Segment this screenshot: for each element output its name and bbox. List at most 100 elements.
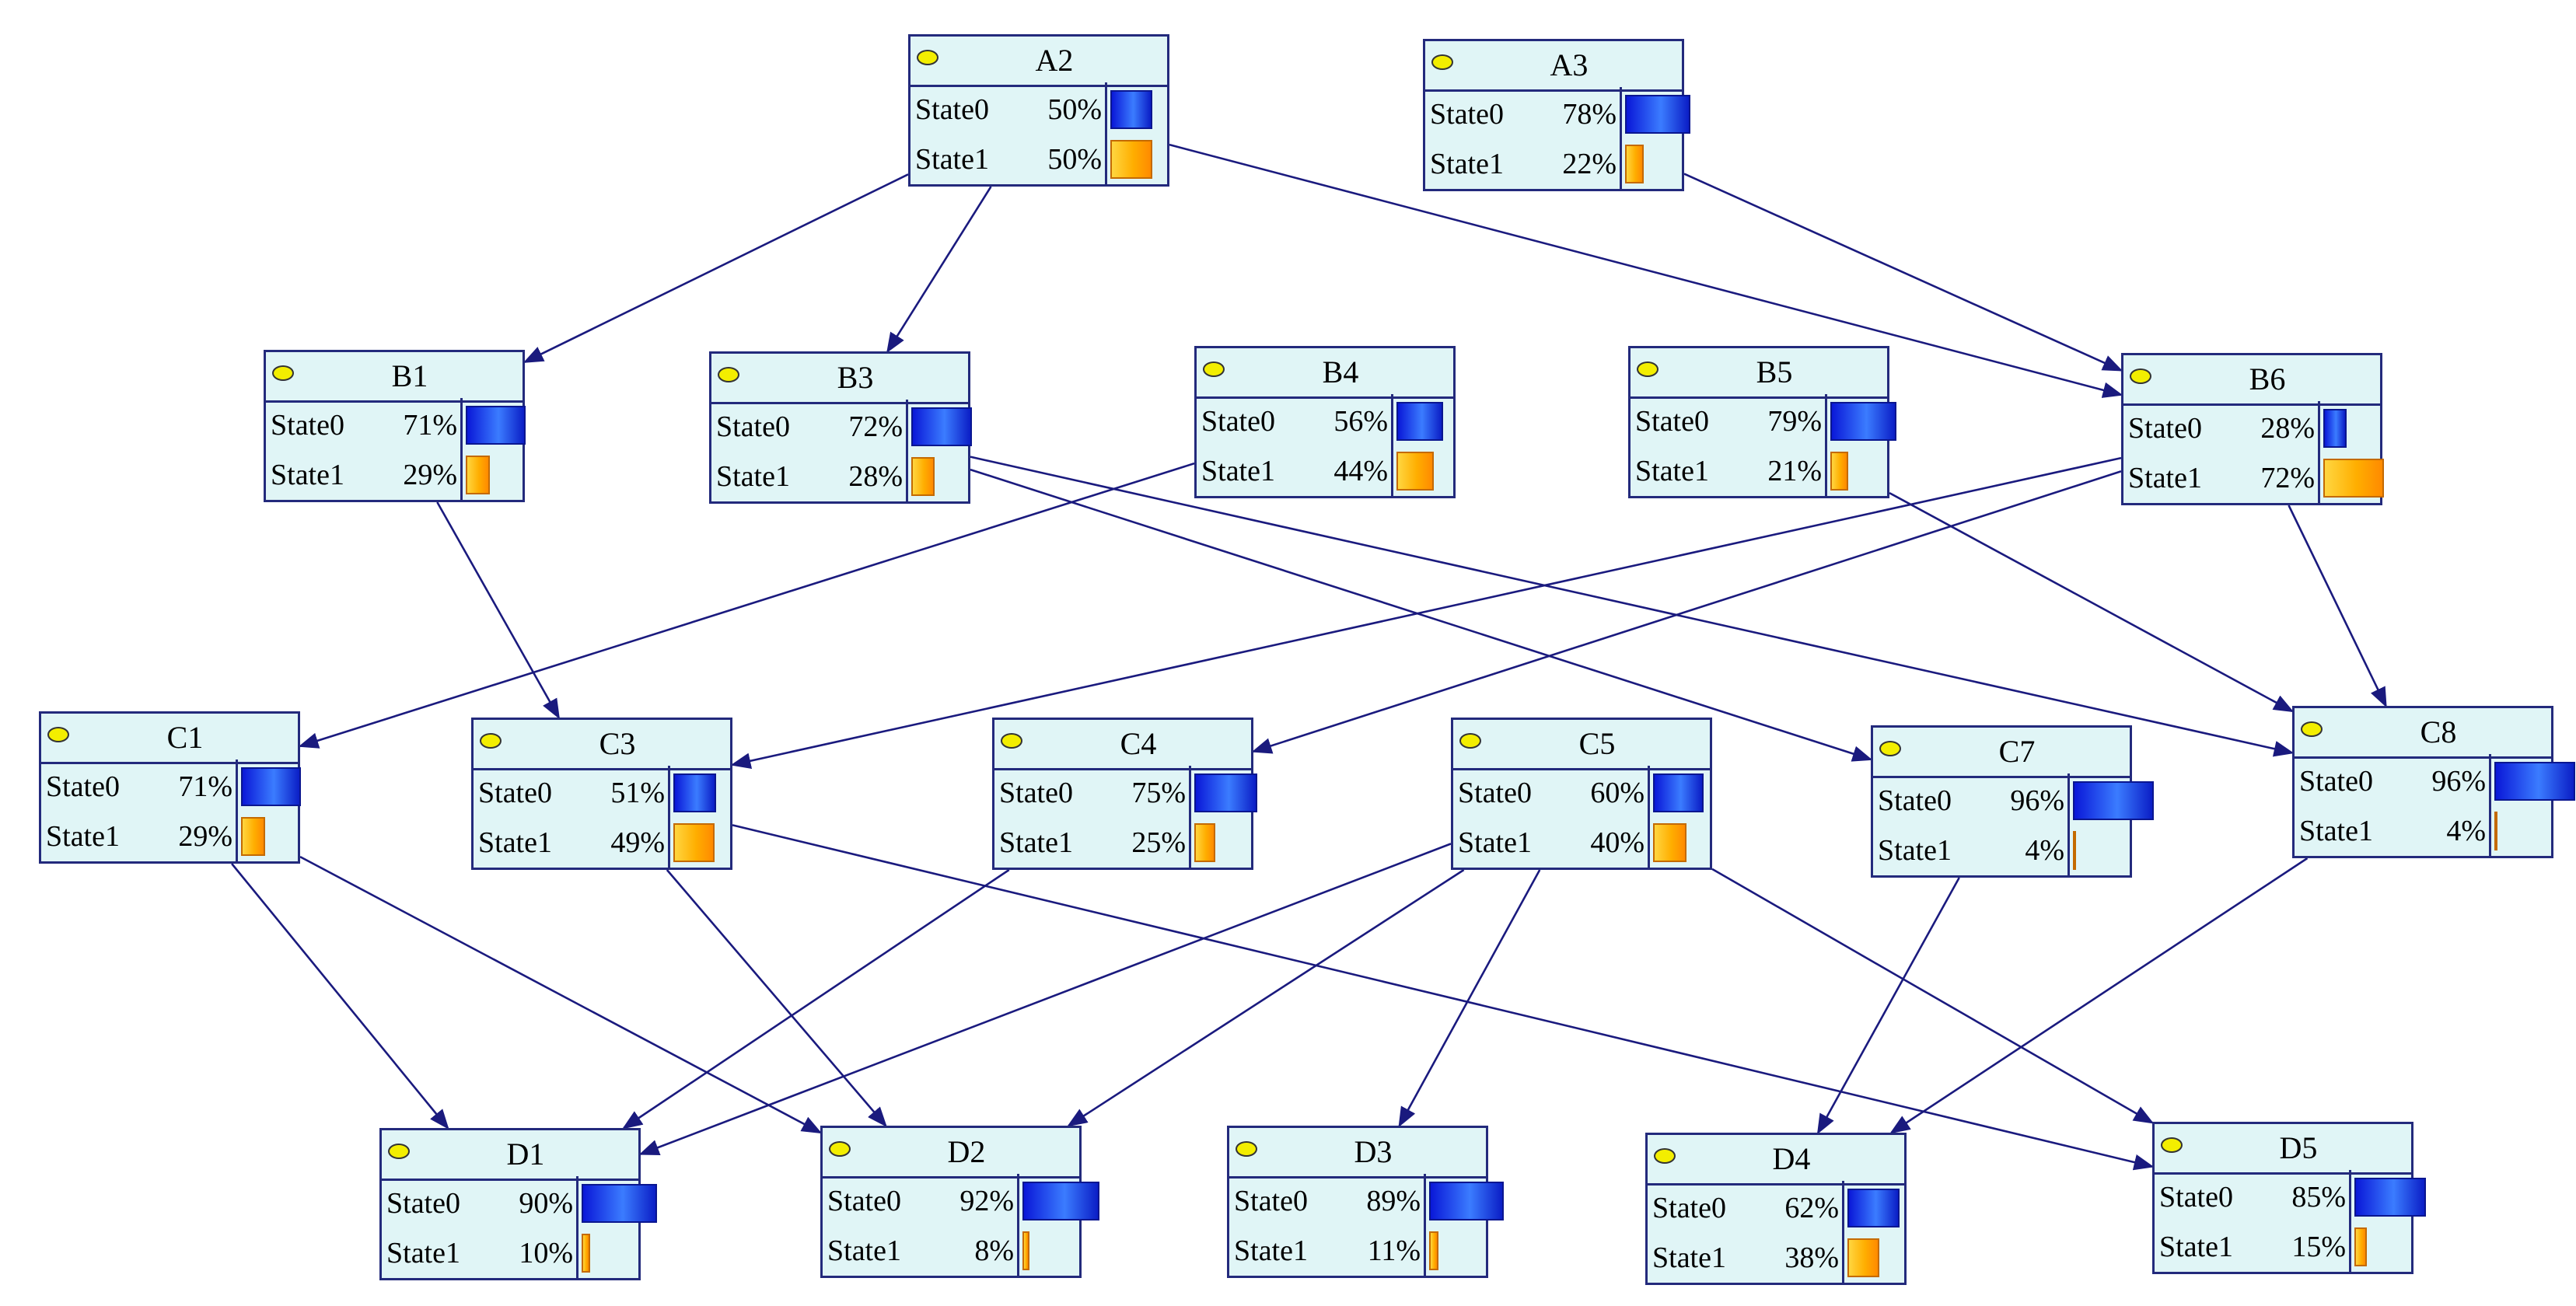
probability-bar-cell bbox=[1424, 1224, 1486, 1276]
edge-c7-d4 bbox=[1816, 877, 1960, 1135]
probability-bar-cell bbox=[906, 400, 972, 452]
node-header: D1 bbox=[382, 1130, 638, 1181]
status-indicator-icon bbox=[1637, 361, 1658, 377]
state0-probability-bar bbox=[911, 407, 972, 446]
edge-c4-d1 bbox=[622, 868, 1010, 1130]
edge-c5-d1 bbox=[638, 843, 1452, 1155]
probability-bar-cell bbox=[1189, 815, 1251, 868]
state0-probability-bar bbox=[466, 406, 526, 445]
state1-probability-bar bbox=[1110, 140, 1152, 179]
node-title: C1 bbox=[166, 720, 204, 755]
node-title: D1 bbox=[506, 1137, 545, 1172]
state-percentage: 15% bbox=[2291, 1231, 2346, 1263]
state-label: State0 bbox=[716, 410, 790, 443]
node-header: D3 bbox=[1229, 1128, 1486, 1179]
probability-bar-cell bbox=[1189, 766, 1257, 818]
state-percentage: 49% bbox=[610, 826, 665, 859]
edge-c8-d4 bbox=[1889, 857, 2309, 1134]
status-indicator-icon bbox=[2161, 1137, 2183, 1153]
state-label: State0 bbox=[386, 1187, 460, 1220]
state-percentage: 50% bbox=[1047, 143, 1102, 176]
status-indicator-icon bbox=[1236, 1141, 1257, 1157]
status-indicator-icon bbox=[1203, 361, 1225, 377]
probability-bar-cell bbox=[1017, 1174, 1099, 1226]
node-title: C8 bbox=[2420, 714, 2457, 749]
node-header: C5 bbox=[1453, 720, 1710, 770]
state0-probability-bar bbox=[241, 767, 301, 806]
node-title: D5 bbox=[2279, 1130, 2318, 1165]
probability-bar-cell bbox=[668, 815, 730, 868]
state-row: State1 72% bbox=[2123, 451, 2384, 503]
state1-probability-bar bbox=[1625, 145, 1644, 183]
status-indicator-icon bbox=[1654, 1148, 1676, 1164]
state1-probability-bar bbox=[1830, 452, 1848, 491]
state-percentage: 4% bbox=[2446, 815, 2486, 847]
state1-probability-bar bbox=[466, 456, 490, 494]
status-indicator-icon bbox=[47, 727, 69, 742]
state1-probability-bar bbox=[1429, 1231, 1438, 1270]
state-percentage: 50% bbox=[1047, 93, 1102, 126]
edge-a2-b1 bbox=[523, 173, 909, 363]
state0-probability-bar bbox=[2494, 762, 2575, 801]
state-percentage: 4% bbox=[2025, 834, 2064, 867]
state-percentage: 85% bbox=[2291, 1181, 2346, 1213]
state-label: State1 bbox=[2128, 462, 2202, 494]
state-percentage: 56% bbox=[1333, 405, 1388, 438]
node-title: D3 bbox=[1354, 1134, 1393, 1169]
probability-bar-cell bbox=[576, 1226, 638, 1278]
state-label: State1 bbox=[478, 826, 552, 859]
probability-bar-cell bbox=[1017, 1224, 1079, 1276]
node-header: D2 bbox=[823, 1128, 1079, 1179]
status-indicator-icon bbox=[2130, 368, 2151, 384]
state-percentage: 25% bbox=[1131, 826, 1186, 859]
state-percentage: 79% bbox=[1767, 405, 1822, 438]
state-label: State0 bbox=[1635, 405, 1709, 438]
status-indicator-icon bbox=[272, 365, 294, 381]
state-percentage: 29% bbox=[178, 820, 232, 853]
probability-bar-cell bbox=[2067, 773, 2154, 826]
state0-probability-bar bbox=[1625, 95, 1690, 134]
edge-b6-c3 bbox=[730, 456, 2122, 769]
node-header: C1 bbox=[41, 714, 298, 764]
state1-probability-bar bbox=[1022, 1231, 1029, 1270]
edge-c5-d3 bbox=[1398, 869, 1541, 1128]
probability-bar-cell bbox=[1620, 137, 1682, 189]
status-indicator-icon bbox=[1001, 733, 1022, 749]
state-percentage: 71% bbox=[403, 409, 457, 442]
node-title: C4 bbox=[1120, 726, 1157, 761]
node-header: B4 bbox=[1197, 348, 1453, 399]
state0-probability-bar bbox=[582, 1184, 657, 1223]
node-header: B1 bbox=[266, 352, 523, 403]
state-percentage: 72% bbox=[2260, 462, 2315, 494]
node-header: A3 bbox=[1425, 41, 1682, 92]
state-label: State0 bbox=[2299, 765, 2373, 798]
